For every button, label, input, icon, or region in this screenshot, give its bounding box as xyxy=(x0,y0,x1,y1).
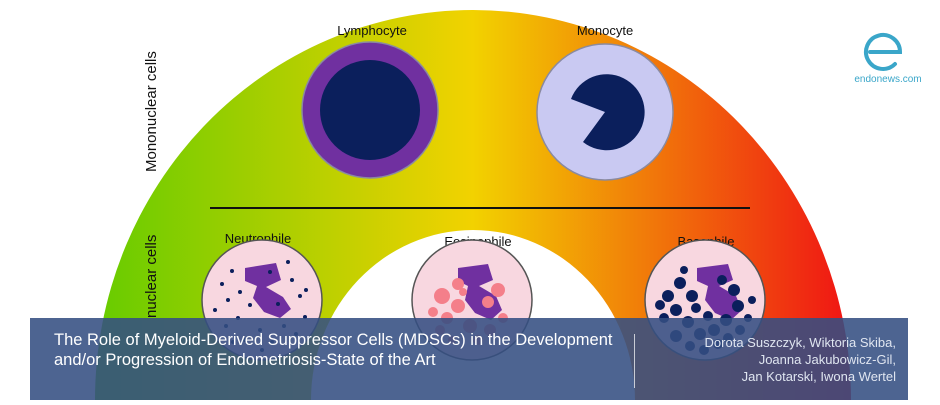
neutrophile-granule xyxy=(286,260,290,264)
polymorphonuclear-label: nuclear cells xyxy=(143,235,160,318)
author-line: Dorota Suszczyk, Wiktoria Skiba, xyxy=(704,335,896,350)
basophile-granule xyxy=(674,277,686,289)
neutrophile-granule xyxy=(298,294,302,298)
endonews-logo[interactable]: endonews.com xyxy=(848,24,928,94)
article-banner[interactable]: The Role of Myeloid-Derived Suppressor C… xyxy=(30,318,908,400)
monocyte-cell xyxy=(536,43,674,181)
neutrophile-granule xyxy=(248,303,252,307)
neutrophile-granule xyxy=(304,288,308,292)
neutrophile-granule xyxy=(220,282,224,286)
eosinophile-granule xyxy=(434,288,450,304)
eosinophile-granule xyxy=(459,288,467,296)
eosinophile-granule xyxy=(482,296,494,308)
neutrophile-granule xyxy=(238,290,242,294)
basophile-granule xyxy=(662,290,674,302)
article-authors: Dorota Suszczyk, Wiktoria Skiba, Joanna … xyxy=(640,334,896,385)
mononuclear-label: Mononuclear cells xyxy=(143,51,160,172)
author-line: Joanna Jakubowicz-Gil, xyxy=(758,352,896,367)
neutrophile-granule xyxy=(213,308,217,312)
logo-text: endonews.com xyxy=(854,74,922,85)
basophile-granule xyxy=(748,296,756,304)
neutrophile-granule xyxy=(290,278,294,282)
neutrophile-granule xyxy=(226,298,230,302)
eosinophile-granule xyxy=(452,278,464,290)
cell-label-lymphocyte: Lymphocyte xyxy=(337,23,407,38)
eosinophile-granule xyxy=(428,307,438,317)
neutrophile-granule xyxy=(268,270,272,274)
basophile-granule xyxy=(655,300,665,310)
basophile-granule xyxy=(691,303,701,313)
basophile-granule xyxy=(686,290,698,302)
neutrophile-granule xyxy=(230,269,234,273)
eosinophile-granule xyxy=(491,283,505,297)
cell-label-monocyte: Monocyte xyxy=(577,23,633,38)
basophile-granule xyxy=(670,304,682,316)
basophile-granule xyxy=(728,284,740,296)
basophile-granule xyxy=(732,300,744,312)
banner-divider xyxy=(634,334,635,388)
author-line: Jan Kotarski, Iwona Wertel xyxy=(741,369,896,384)
basophile-granule xyxy=(717,275,727,285)
lymphocyte-cell xyxy=(301,41,439,179)
basophile-granule xyxy=(680,266,688,274)
neutrophile-granule xyxy=(276,302,280,306)
article-title: The Role of Myeloid-Derived Suppressor C… xyxy=(54,331,613,369)
eosinophile-granule xyxy=(451,299,465,313)
endonews-e-icon xyxy=(864,32,903,71)
